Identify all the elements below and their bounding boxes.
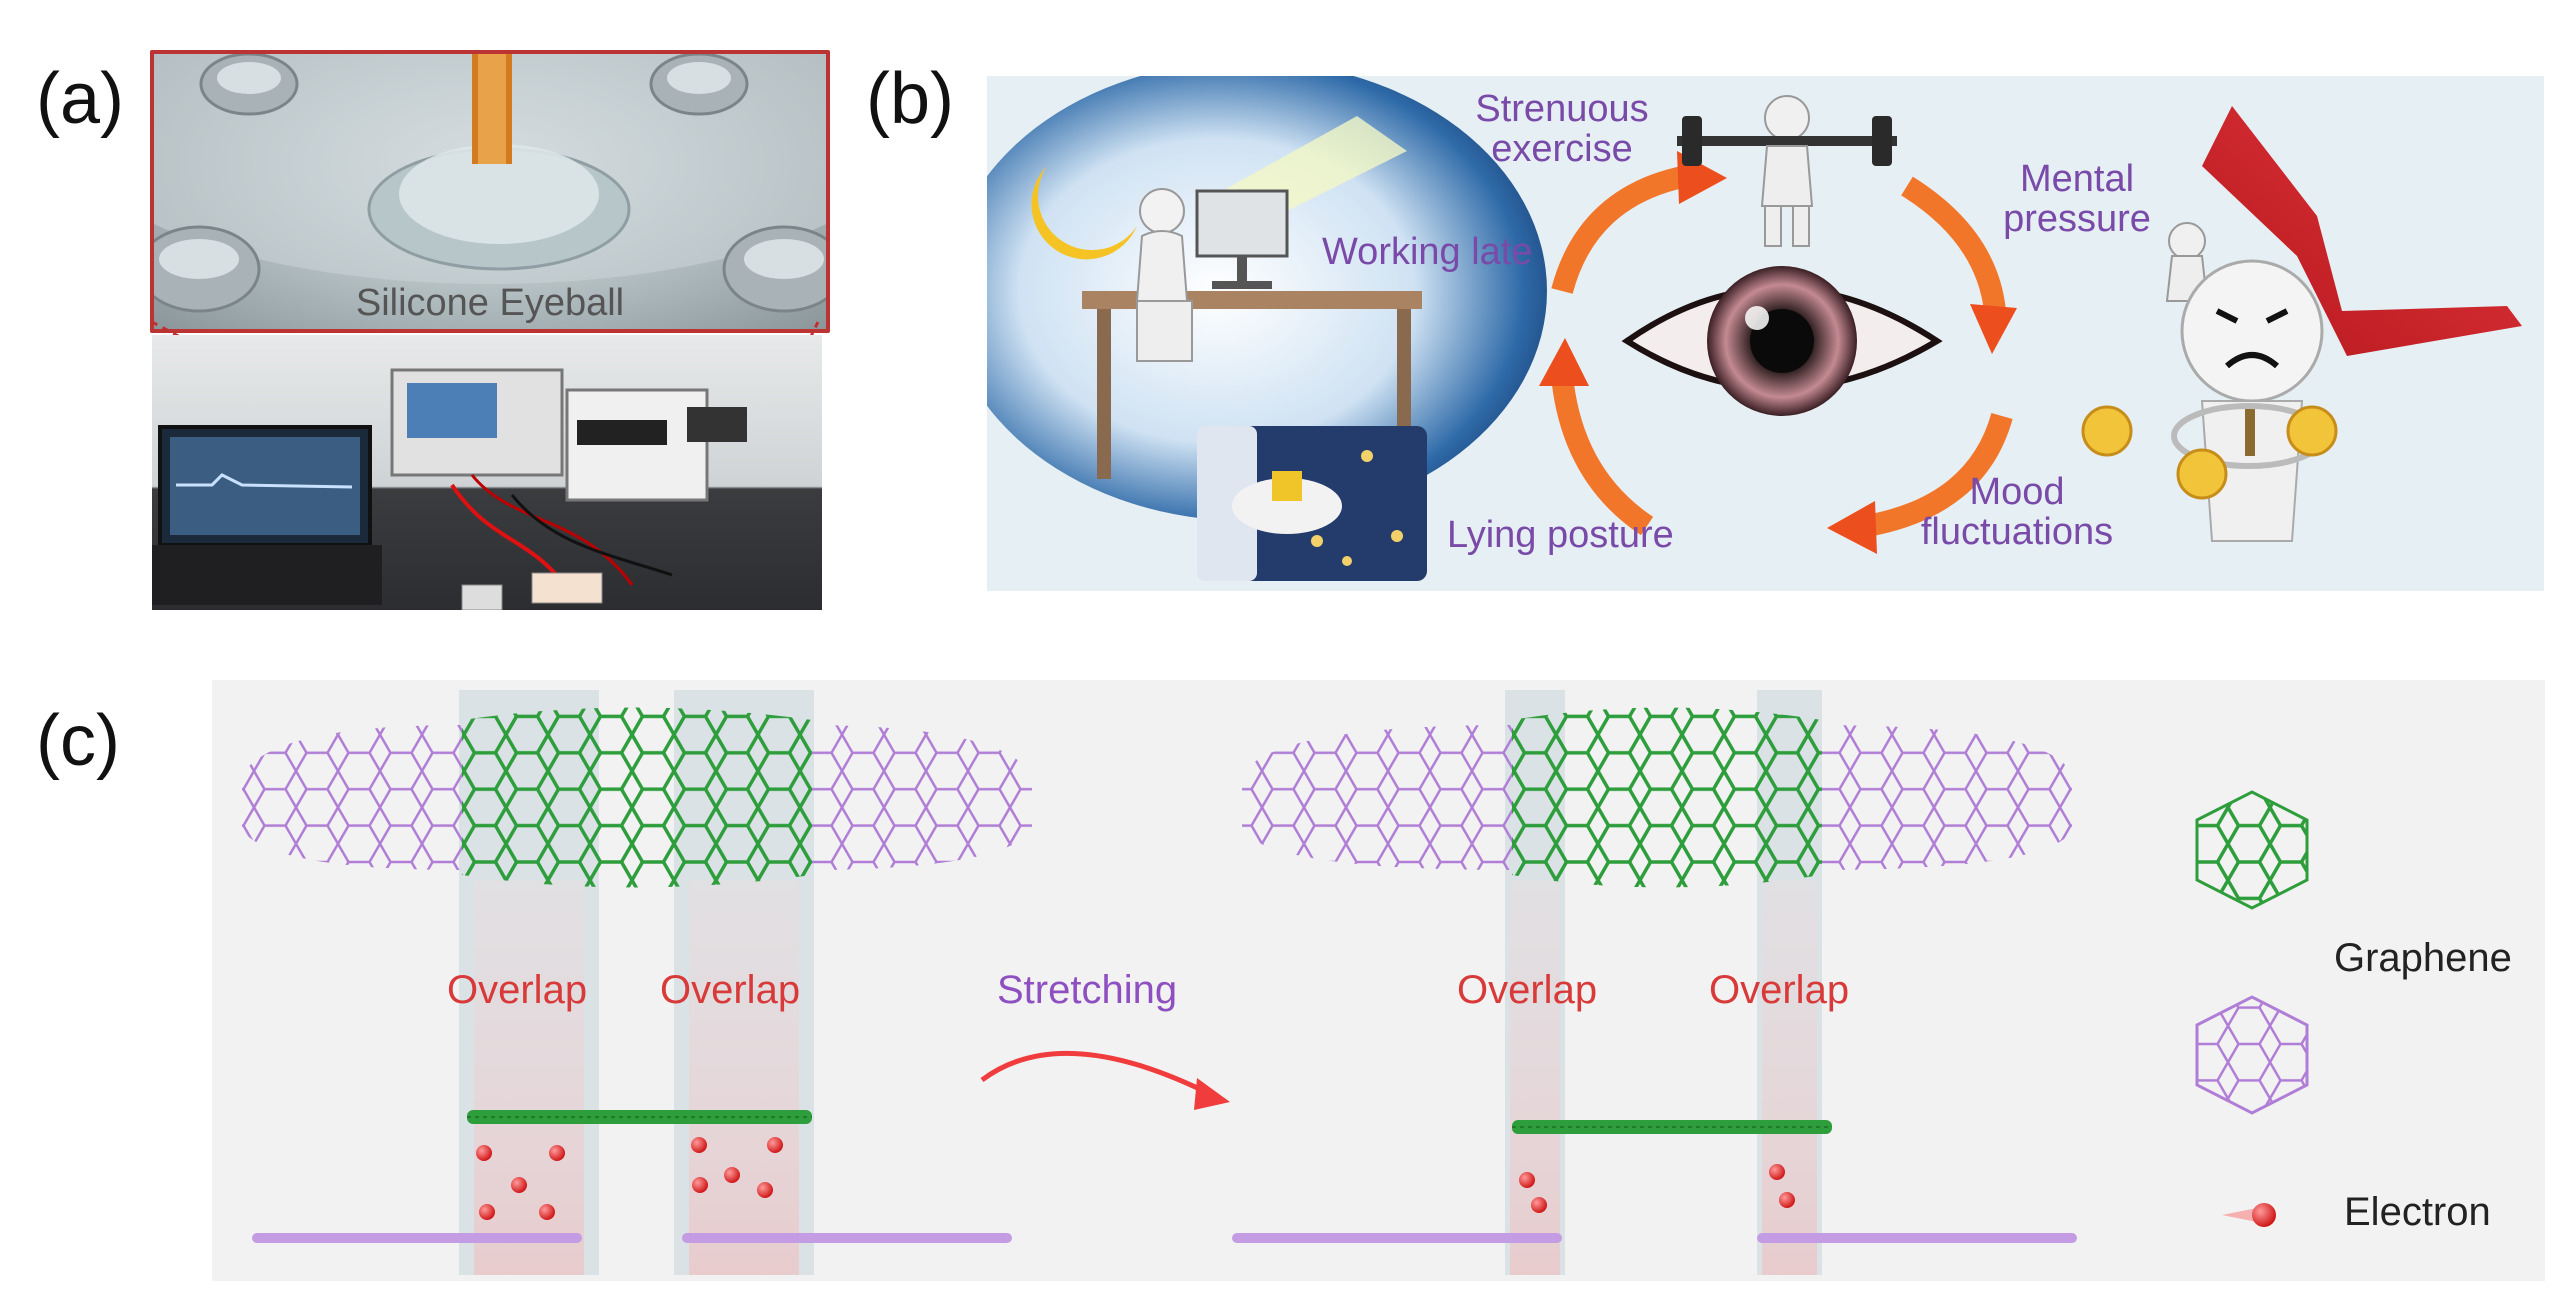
- laughing-emoji-icon: [2286, 405, 2338, 457]
- working-late-label: Working late: [1322, 231, 1533, 273]
- stretching-label: Stretching: [997, 968, 1178, 1012]
- panel-a-label: (a): [36, 59, 124, 139]
- strenuous-label-line1: Strenuous: [1475, 88, 1649, 130]
- moon-icon: [1031, 166, 1137, 260]
- overlap-label-3: Overlap: [1457, 968, 1598, 1012]
- lying-posture-label: Lying posture: [1447, 514, 1674, 556]
- green-lattice-left: [462, 707, 812, 888]
- eye-health-factors-panel: Strenuous exercise Working late Mental p…: [987, 76, 2544, 591]
- legend-electron-label: Electron: [2344, 1190, 2491, 1234]
- green-lattice-right: [1512, 707, 1822, 888]
- weightlifter-icon: [1764, 95, 1810, 141]
- mood-fluctuations-label-line2: fluctuations: [1920, 511, 2114, 553]
- strenuous-label-line2: exercise: [1491, 128, 1633, 170]
- purple-sheet-side-left-2: [682, 1233, 1012, 1243]
- overlap-label-1: Overlap: [447, 968, 588, 1012]
- graphene-overlap-panel: Overlap Overlap Overlap Overlap Stretchi…: [212, 680, 2545, 1281]
- worried-emoji-icon: [2081, 405, 2133, 457]
- purple-lattice-right-2: [1812, 725, 2072, 870]
- purple-sheet-side-right-2: [1757, 1233, 2077, 1243]
- legend-electron-swatch: [2222, 1203, 2276, 1227]
- mental-pressure-label-line2: pressure: [2003, 198, 2151, 240]
- legend-graphene-swatch: [2195, 790, 2309, 910]
- overlap-label-4: Overlap: [1709, 968, 1850, 1012]
- monitor-icon: [1195, 189, 1289, 258]
- green-sheet-side-left: [467, 1110, 812, 1124]
- panel-c-label: (c): [36, 701, 120, 781]
- desk-icon: [1082, 291, 1422, 309]
- legend-graphene-label: Graphene: [2334, 936, 2512, 980]
- purple-lattice-right-1: [1242, 725, 1512, 870]
- purple-lattice-left-1: [242, 725, 462, 870]
- stretching-arrow-icon: [980, 1050, 1214, 1098]
- purple-lattice-left-2: [802, 725, 1032, 870]
- cycle-arrow-bottom-right: [1864, 412, 2013, 537]
- mental-pressure-label-line1: Mental: [2019, 158, 2135, 200]
- mood-fluctuations-label-line1: Mood: [1969, 471, 2065, 513]
- legend-second-layer-swatch: [2195, 995, 2309, 1115]
- cycle-arrow-top-right: [1901, 176, 2006, 313]
- cycle-arrow-top-left: [1551, 165, 1690, 294]
- overlap-label-2: Overlap: [660, 968, 801, 1012]
- measurement-setup-photo: [152, 335, 822, 610]
- purple-sheet-side-left-1: [252, 1233, 582, 1243]
- cycle-arrow-bottom-left: [1551, 374, 1654, 536]
- pressure-arrow-icon: [2202, 106, 2522, 356]
- panel-b-label: (b): [866, 59, 954, 139]
- silicone-eyeball-photo: Silicone Eyeball: [150, 50, 830, 333]
- stressed-person-icon: [2180, 259, 2324, 403]
- purple-sheet-side-right-1: [1232, 1233, 1562, 1243]
- shocked-emoji-icon: [2176, 448, 2228, 500]
- electrons-right: [1519, 1164, 1795, 1213]
- silicone-eyeball-label: Silicone Eyeball: [355, 282, 625, 324]
- electrons-left: [476, 1137, 783, 1220]
- person-at-desk-icon: [1139, 188, 1185, 234]
